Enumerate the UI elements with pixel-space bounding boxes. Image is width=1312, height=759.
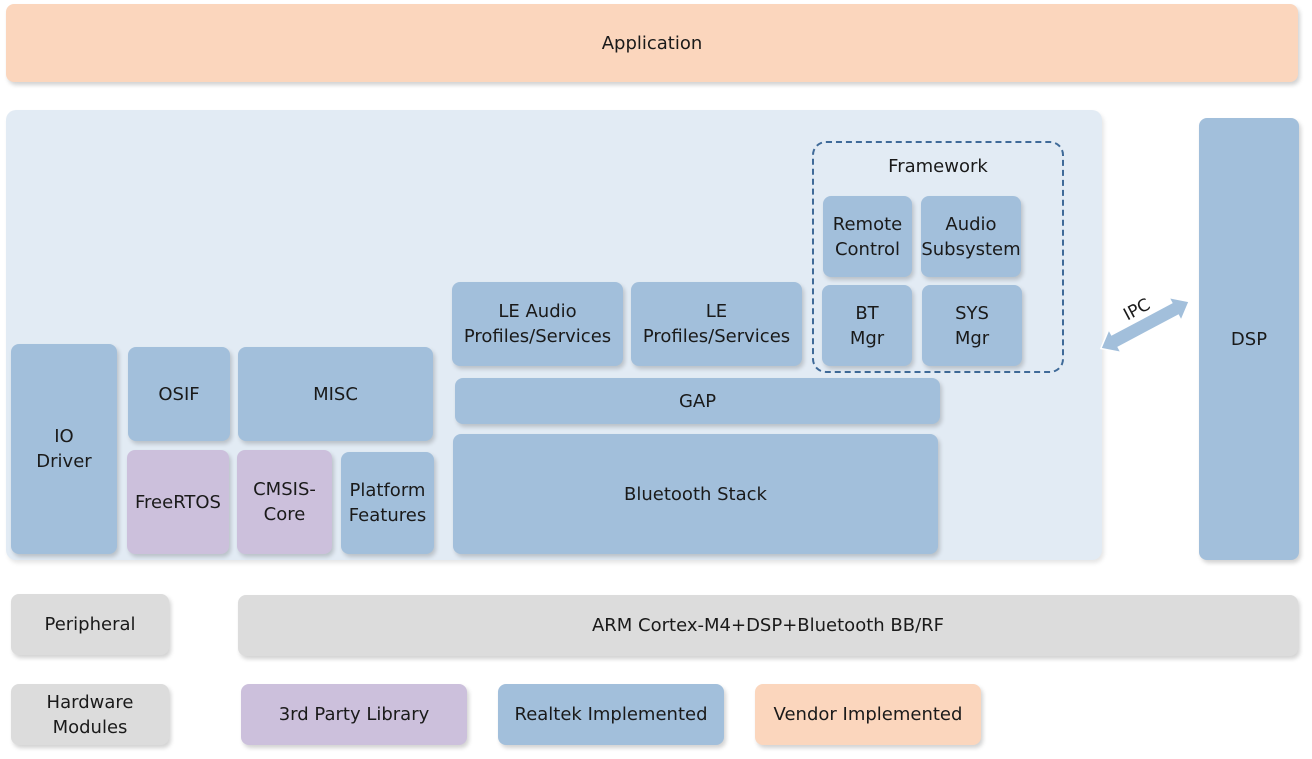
le-profiles-block: LE Profiles/Services [631,282,802,366]
legend-vendor: Vendor Implemented [755,684,981,745]
cmsis-core-block: CMSIS- Core [237,450,332,554]
legend-realtek: Realtek Implemented [498,684,724,745]
freertos-block: FreeRTOS [127,450,229,554]
framework-group [812,141,1064,373]
sys-mgr-label: SYS Mgr [954,302,990,349]
misc-label: MISC [313,383,358,405]
arm-cortex-block: ARM Cortex-M4+DSP+Bluetooth BB/RF [238,595,1298,656]
remote-control-block: Remote Control [823,196,912,277]
platform-features-block: Platform Features [341,452,434,554]
legend-realtek-label: Realtek Implemented [514,704,708,725]
remote-control-label: Remote Control [832,213,903,260]
audio-subsystem-block: Audio Subsystem [921,196,1021,277]
legend-hardware-modules-label: Hardware Modules [46,691,134,738]
application-block: Application [6,4,1298,82]
bt-mgr-label: BT Mgr [849,302,885,349]
osif-block: OSIF [128,347,230,441]
bluetooth-stack-label: Bluetooth Stack [624,483,767,505]
platform-features-label: Platform Features [348,480,427,526]
peripheral-label: Peripheral [44,614,136,635]
io-driver-block: IO Driver [11,344,117,554]
arm-cortex-label: ARM Cortex-M4+DSP+Bluetooth BB/RF [591,615,945,636]
le-audio-profiles-label: LE Audio Profiles/Services [463,301,612,347]
application-label: Application [601,32,703,54]
peripheral-block: Peripheral [11,594,169,655]
legend-third-party-label: 3rd Party Library [278,704,430,725]
legend-vendor-label: Vendor Implemented [773,704,963,725]
sys-mgr-block: SYS Mgr [922,285,1022,366]
bluetooth-stack-block: Bluetooth Stack [453,434,938,554]
dsp-block: DSP [1199,118,1299,560]
io-driver-label: IO Driver [36,426,92,472]
gap-label: GAP [678,390,717,412]
bt-mgr-block: BT Mgr [822,285,912,366]
framework-title: Framework [888,156,988,177]
dsp-label: DSP [1230,328,1268,350]
le-audio-profiles-block: LE Audio Profiles/Services [452,282,623,366]
osif-label: OSIF [158,383,200,405]
legend-third-party: 3rd Party Library [241,684,467,745]
cmsis-core-label: CMSIS- Core [253,479,316,525]
misc-block: MISC [238,347,433,441]
legend-hardware-modules: Hardware Modules [11,684,169,745]
ipc-arrow-icon: IPC [1099,295,1191,354]
gap-block: GAP [455,378,940,424]
audio-subsystem-label: Audio Subsystem [921,213,1021,260]
le-profiles-label: LE Profiles/Services [642,301,791,347]
freertos-label: FreeRTOS [135,491,221,513]
